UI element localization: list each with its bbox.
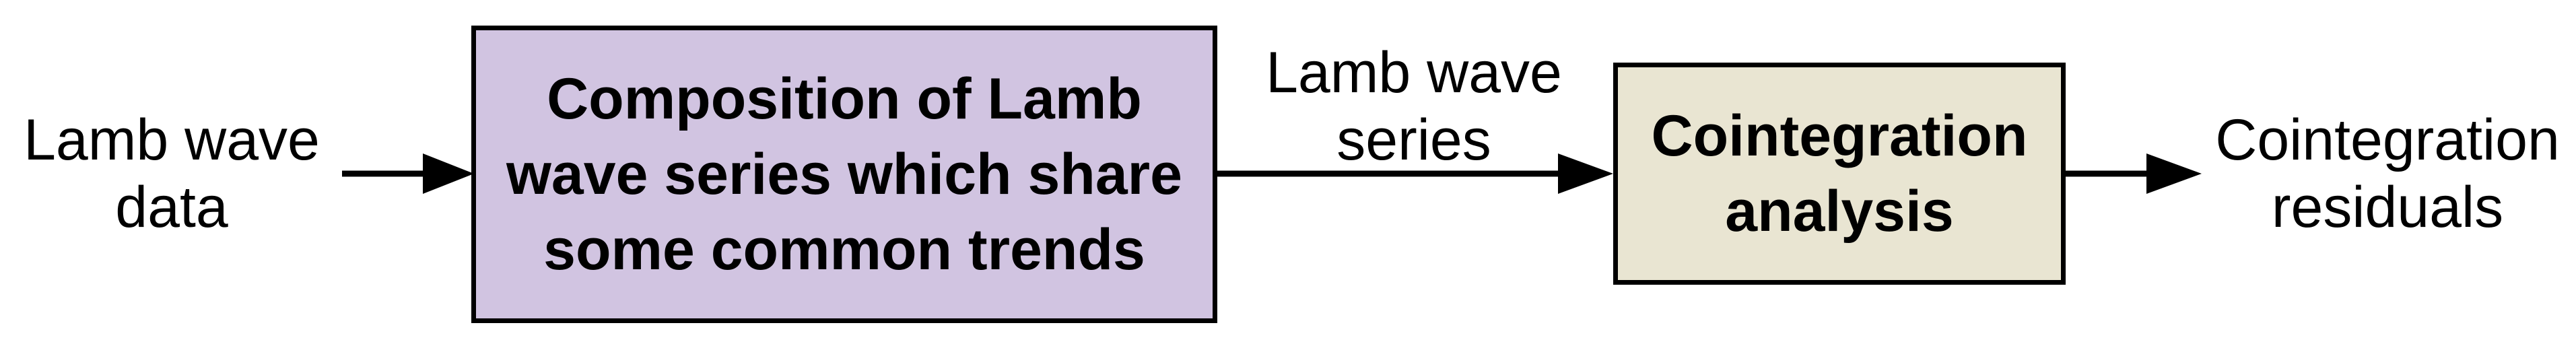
middle-label-line-1: Lamb wave	[1266, 40, 1562, 105]
arrow-head	[1558, 153, 1613, 194]
middle-label: Lamb wave series	[1232, 39, 1596, 174]
arrow-cointegration-to-output	[2064, 153, 2202, 194]
input-label: Lamb wave data	[13, 106, 330, 241]
input-label-line-2: data	[115, 175, 228, 240]
arrow-head	[423, 153, 474, 194]
composition-box-text: Composition of Lamb wave series which sh…	[506, 61, 1182, 287]
composition-box-line-2: wave series which share	[506, 142, 1182, 207]
output-label-line-1: Cointegration	[2215, 108, 2560, 172]
cointegration-box-text: Cointegration analysis	[1652, 98, 2028, 249]
arrow-composition-to-cointegration	[1215, 153, 1613, 194]
arrow-head	[2146, 153, 2202, 194]
composition-box-line-3: some common trends	[543, 217, 1145, 282]
input-label-line-1: Lamb wave	[24, 108, 320, 172]
cointegration-box: Cointegration analysis	[1613, 63, 2066, 285]
output-label: Cointegration residuals	[2206, 106, 2569, 241]
cointegration-box-line-1: Cointegration	[1651, 104, 2028, 168]
middle-label-line-2: series	[1336, 108, 1491, 172]
composition-box: Composition of Lamb wave series which sh…	[471, 26, 1217, 323]
output-label-line-2: residuals	[2271, 175, 2504, 240]
arrow-input-to-composition	[342, 153, 474, 194]
composition-box-line-1: Composition of Lamb	[547, 67, 1142, 131]
cointegration-box-line-2: analysis	[1725, 179, 1954, 244]
